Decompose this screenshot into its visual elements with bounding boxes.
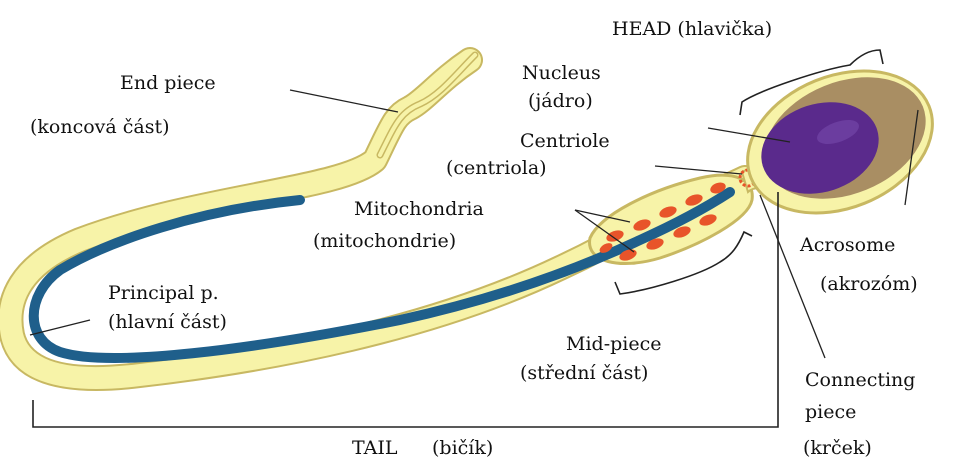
acrosome-label-cz: (akrozóm): [820, 273, 918, 295]
end-piece-label-cz: (koncová část): [30, 116, 170, 138]
tail-label: TAIL: [352, 437, 397, 459]
centriole-label-cz: (centriola): [446, 157, 547, 179]
mitochondria-label-cz: (mitochondrie): [313, 230, 456, 252]
head-label: HEAD (hlavička): [612, 18, 772, 40]
connecting-label-2: piece: [805, 401, 856, 423]
nucleus-label: Nucleus: [522, 62, 601, 84]
connecting-label: Connecting: [805, 369, 915, 391]
tail-label-cz: (bičík): [432, 437, 493, 459]
nucleus-label-cz: (jádro): [528, 90, 593, 112]
connecting-label-cz: (krček): [803, 437, 872, 459]
principal-label: Principal p.: [108, 282, 219, 304]
connecting-pointer: [760, 195, 825, 358]
centriole-label: Centriole: [520, 130, 610, 152]
end-piece-pointer: [290, 90, 398, 112]
end-piece-label: End piece: [120, 72, 216, 94]
centriole-pointer: [655, 166, 742, 174]
principal-label-cz: (hlavní část): [108, 311, 227, 333]
acrosome-label: Acrosome: [800, 234, 895, 256]
midpiece-label: Mid-piece: [566, 333, 661, 355]
mitochondria-label: Mitochondria: [354, 198, 484, 220]
midpiece-label-cz: (střední část): [520, 362, 648, 384]
